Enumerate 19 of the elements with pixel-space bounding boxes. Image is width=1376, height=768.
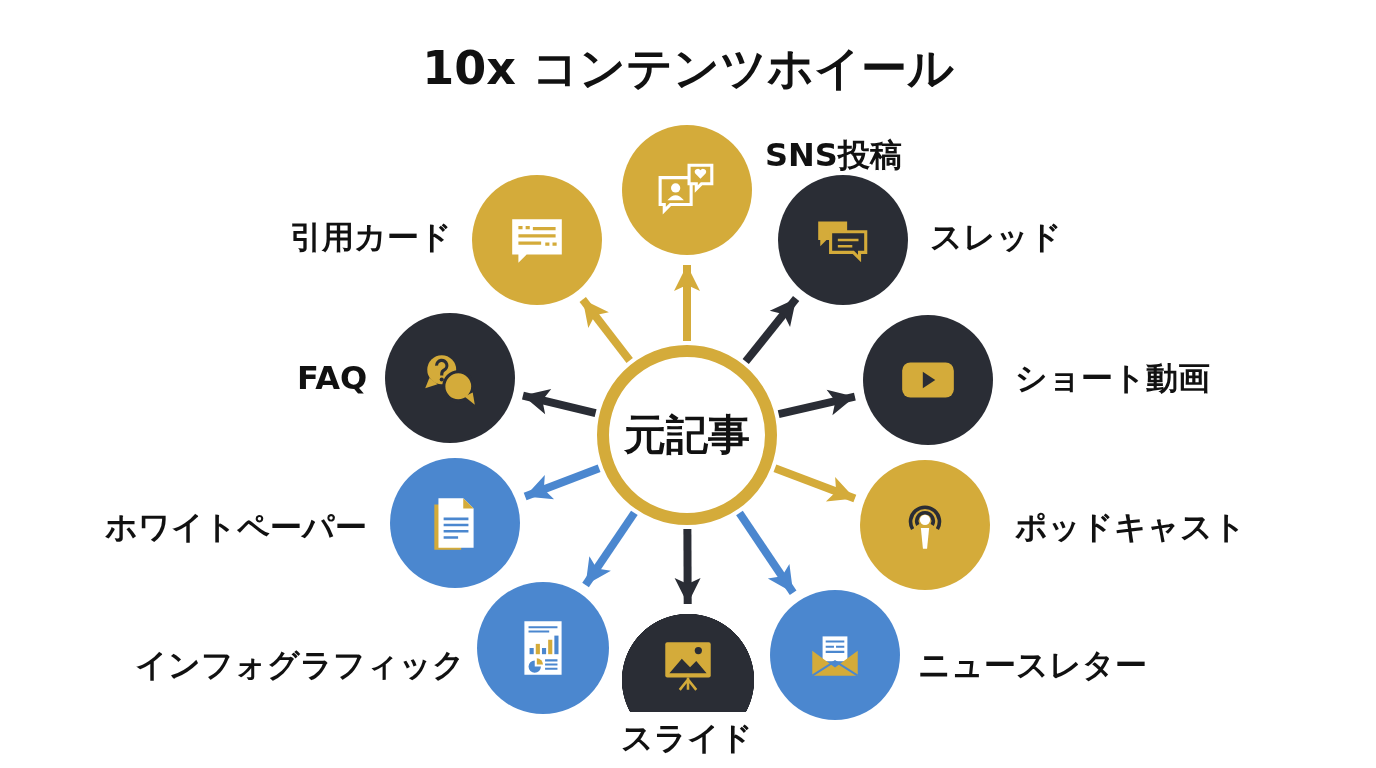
arrow — [773, 464, 857, 503]
node-label: FAQ — [297, 359, 368, 398]
node-label: ホワイトペーパー — [105, 508, 367, 547]
node-label: スライド — [621, 719, 753, 758]
node-label: SNS投稿 — [765, 136, 902, 175]
arrow — [736, 510, 797, 595]
node-label: ポッドキャスト — [1015, 508, 1246, 547]
node-label: 引用カード — [290, 218, 452, 257]
title: 10x コンテンツホイール — [421, 40, 955, 97]
node-label: スレッド — [930, 218, 1062, 257]
arrow — [777, 389, 856, 418]
node-label: ショート動画 — [1015, 359, 1210, 398]
node-label: ニュースレター — [918, 646, 1147, 685]
hub-label: 元記事 — [624, 409, 750, 461]
arrow — [523, 464, 601, 501]
arrow — [582, 510, 638, 588]
arrow — [579, 297, 633, 363]
arrow — [742, 296, 800, 365]
node-label: インフォグラフィック — [135, 646, 465, 685]
